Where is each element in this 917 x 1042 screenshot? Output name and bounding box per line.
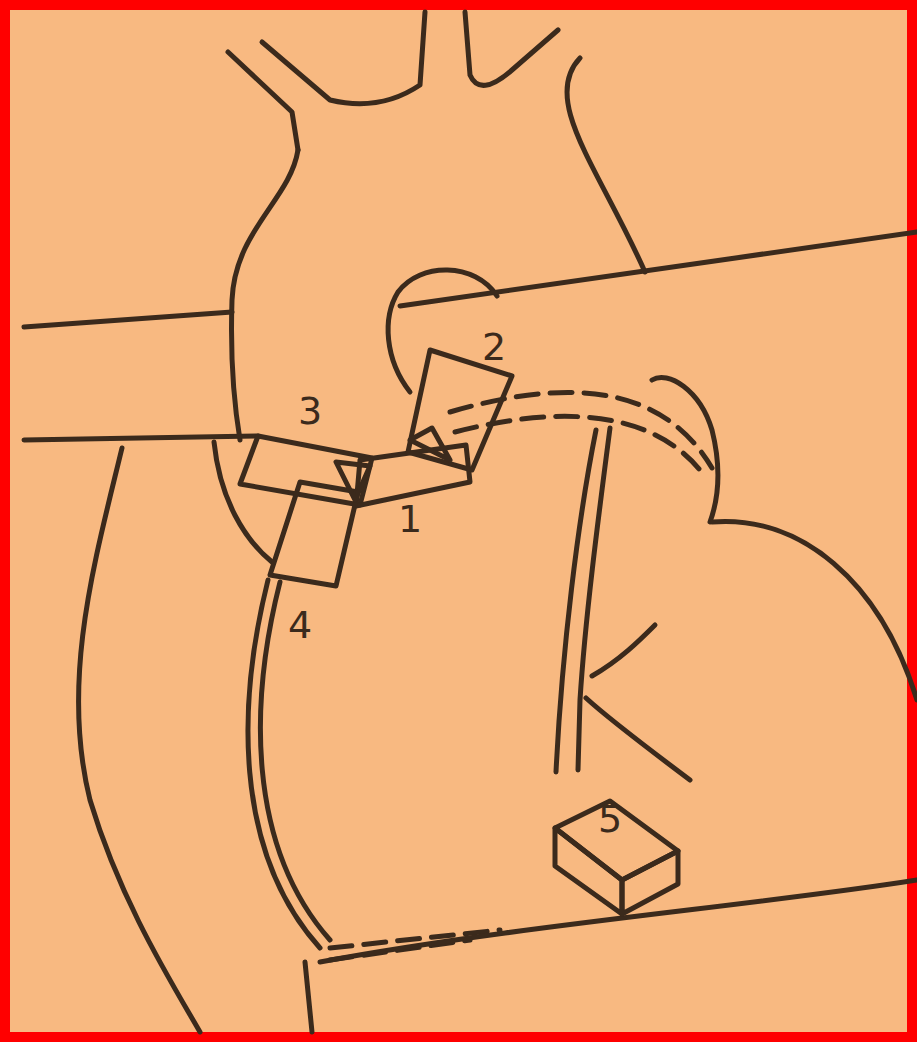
atrium-appendage — [652, 377, 718, 522]
coronary-branch — [586, 698, 690, 780]
callout-number: 2 — [482, 328, 506, 366]
callout-number: 1 — [398, 500, 422, 538]
heart-outline — [78, 448, 200, 1032]
sensor-box: 5 — [550, 796, 685, 921]
probe-box — [270, 482, 358, 586]
catheter — [248, 580, 320, 948]
callout-number: 5 — [598, 800, 622, 838]
probe-triangle — [336, 462, 370, 500]
probe-triangle — [410, 428, 450, 460]
probe-box — [408, 350, 512, 470]
coronary-artery — [578, 428, 610, 770]
catheter — [260, 582, 330, 940]
heart-outline — [712, 521, 917, 700]
box-face — [555, 828, 622, 914]
aorta-outline — [232, 150, 298, 440]
aortic-arch-inner — [388, 270, 497, 392]
callout-number: 4 — [288, 606, 312, 644]
vessel-outline — [465, 12, 558, 85]
background — [5, 5, 912, 1037]
pulmonary-artery — [400, 232, 917, 306]
heart-outline — [305, 962, 312, 1032]
callout-number: 3 — [298, 392, 322, 430]
atrium-outline — [214, 442, 272, 562]
heart-outline — [320, 880, 917, 962]
box-face — [622, 851, 678, 914]
coronary-branch — [592, 625, 655, 676]
probe-box — [240, 436, 372, 505]
vessel-outline — [262, 12, 425, 104]
vessel-outline — [24, 312, 232, 327]
vessel-outline — [24, 436, 258, 440]
descending-aorta — [567, 58, 645, 272]
